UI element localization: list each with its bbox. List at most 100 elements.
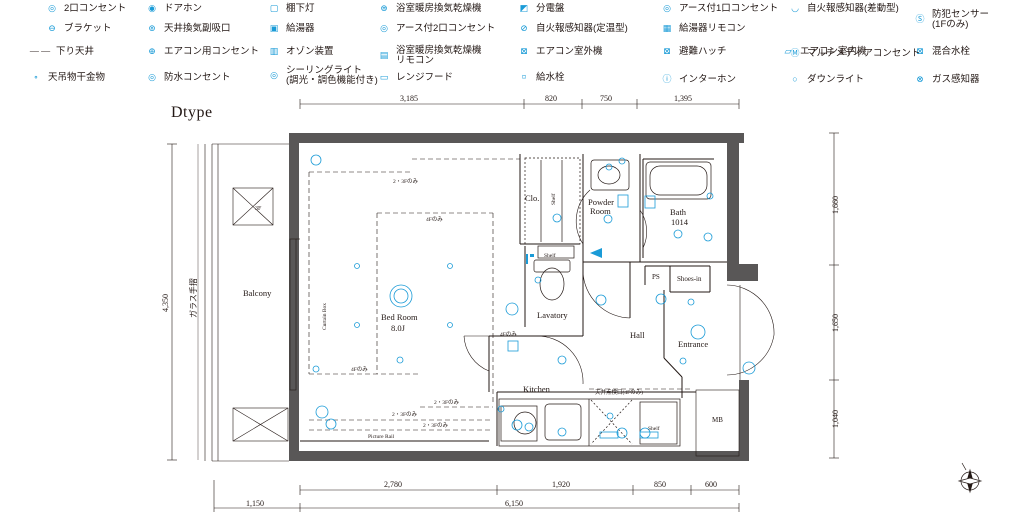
doors: [463, 189, 775, 385]
legend-item: ⊠エアコン室外機: [518, 46, 602, 58]
legend-label: 給湯器: [286, 22, 315, 34]
dropped-ceiling-lines: [308, 158, 690, 431]
legend-item: ◎アース付1口コンセント: [661, 3, 778, 15]
legend-item: ⊖ ブラケット: [46, 22, 112, 35]
bathroom-fixtures: [524, 157, 712, 301]
room-kitchen: Kitchen: [523, 384, 551, 394]
note-23f-1: 2・3Fのみ: [393, 178, 419, 185]
note-shelf-kitchen: Shelf: [648, 425, 660, 432]
waterproof-outlet-icon: ◎: [148, 72, 156, 83]
legend-item: — —下り天井: [30, 46, 94, 58]
legend-item: ◩ 分電盤: [518, 3, 565, 15]
legend: ◎2口コンセント ◉ ドアホン ▢ 棚下灯 ⊜ 浴室暖房換気乾燥機 ◩ 分電盤 ◎アース付1口コン…: [0, 0, 1018, 92]
dim-bottom-5: 1,150: [246, 499, 264, 508]
ac-outdoor-icon: ⊠: [520, 46, 528, 57]
legend-label: エアコン用コンセント: [164, 45, 260, 57]
legend-item: ○ ダウンライト: [789, 74, 864, 86]
legend-item: ◎アース付2口コンセント: [378, 23, 495, 35]
legend-item: ▥ オゾン装置: [268, 46, 334, 58]
dim-top-4: 1,395: [674, 94, 692, 103]
room-bath-size: 1014: [671, 217, 689, 227]
legend-item: ▱ エアコン室内機: [782, 46, 867, 58]
dim-bottom-1: 2,780: [384, 480, 402, 489]
legend-label: 棚下灯: [286, 2, 315, 14]
legend-item: ▭レンジフード: [378, 72, 453, 84]
dim-top-3: 750: [600, 94, 612, 103]
legend-label: 自火報感知器(定温型): [536, 22, 628, 34]
door-phone-icon: ◉: [148, 3, 156, 14]
note-shelf-lavatory: Shelf: [544, 252, 556, 259]
legend-label: シーリングライト (調光・調色機能付き): [286, 65, 378, 86]
legend-item: ▤浴室暖房換気乾燥機 リモコン: [378, 46, 482, 66]
legend-item: ◡自火報感知器(差動型): [789, 3, 899, 15]
legend-item: ◎2口コンセント: [46, 3, 126, 15]
room-balcony: Balcony: [243, 288, 272, 298]
legend-item: ⊗ガス感知器: [914, 74, 979, 86]
note-curtain-box: Curtain Box: [322, 303, 328, 330]
legend-label: レンジフード: [396, 71, 454, 83]
kitchen-counter: [498, 398, 681, 447]
glass-rail-label: ガラス手摺: [188, 278, 198, 318]
legend-label: 浴室暖房換気乾燥機 リモコン: [396, 45, 482, 66]
distribution-board-icon: ◩: [519, 3, 529, 14]
note-23f-2: 2・3Fのみ: [434, 399, 460, 406]
electrical-fixtures: [310, 154, 756, 439]
water-heater-icon: ▣: [269, 23, 279, 34]
fire-alarm-diff-icon: ◡: [791, 3, 799, 14]
dim-right-2: 1,650: [831, 314, 840, 332]
note-shelf-closet: Shelf: [550, 193, 557, 205]
water-tap-icon: ¤: [521, 72, 527, 83]
dim-left-1: 4,350: [161, 294, 170, 312]
earth-outlet-1-icon: ◎: [663, 3, 671, 14]
legend-label: 避難ハッチ: [679, 45, 727, 57]
legend-label: ブラケット: [64, 22, 112, 34]
dim-bottom-3: 850: [654, 480, 666, 489]
top-dimensions: 3,185 820 750 1,395: [299, 94, 740, 109]
ceiling-vent-icon: ⊚: [148, 23, 156, 34]
note-4f-2: 4Fのみ: [351, 366, 368, 373]
fire-alarm-fixed-icon: ⊘: [520, 23, 528, 34]
room-mb: MB: [712, 416, 723, 424]
bath-dryer-icon: ⊜: [380, 3, 388, 14]
balcony-area: [204, 143, 300, 462]
legend-item: ¤ 給水栓: [518, 72, 565, 84]
room-labels: Balcony Bed Room 8.0J Clo. Powder Room B…: [243, 193, 723, 424]
legend-label: ダウンライト: [807, 73, 865, 85]
ac-indoor-icon: ▱: [784, 46, 792, 57]
dim-bottom-6: 6,150: [505, 499, 523, 508]
legend-label: エアコン室内機: [800, 45, 867, 57]
downlight-icon: ○: [792, 74, 798, 85]
legend-item: ◎ シーリングライト (調光・調色機能付き): [268, 66, 378, 86]
mixing-faucet-icon: ⊠: [916, 46, 924, 57]
gas-sensor-icon: ⊗: [916, 74, 924, 85]
room-bedroom-size: 8.0J: [391, 323, 406, 333]
note-23f-4: 2・3Fのみ: [423, 422, 449, 429]
bracket-icon: ⊖: [48, 23, 56, 34]
legend-item: ⊠混合水栓: [914, 46, 970, 58]
legend-label: マルチメディアコンセント: [807, 47, 921, 59]
legend-item: ⊚天井換気副吸口: [146, 23, 230, 35]
note-ceiling-vent: 天井点検口(4Fのみ): [595, 388, 643, 396]
legend-item: ⊠避難ハッチ: [661, 45, 727, 58]
legend-label: オゾン装置: [286, 45, 334, 57]
walls: [289, 133, 758, 461]
shelf-light-icon: ▢: [269, 3, 279, 14]
dim-right-3: 1,040: [831, 410, 840, 428]
legend-label: 浴室暖房換気乾燥機: [396, 2, 482, 14]
dim-bottom-2: 1,920: [552, 480, 570, 489]
legend-label: 給水栓: [536, 71, 565, 83]
ceiling-light-icon: ◎: [270, 70, 278, 81]
legend-item: ▢ 棚下灯: [268, 3, 315, 15]
security-sensor-icon: Ⓢ: [915, 14, 925, 25]
legend-label: ドアホン: [164, 2, 203, 14]
legend-label: 天吊物干金物: [48, 71, 106, 83]
legend-label: インターホン: [679, 73, 737, 85]
legend-label: 分電盤: [536, 2, 565, 14]
legend-label: 下り天井: [56, 45, 95, 57]
left-dimensions: 4,350 ガラス手摺: [161, 143, 199, 461]
ozone-device-icon: ▥: [269, 46, 279, 57]
north-compass-icon: [957, 462, 983, 494]
bottom-dimensions: 2,780 1,920 850 600 1,150 6,150: [213, 480, 740, 512]
room-entrance: Entrance: [678, 339, 708, 349]
